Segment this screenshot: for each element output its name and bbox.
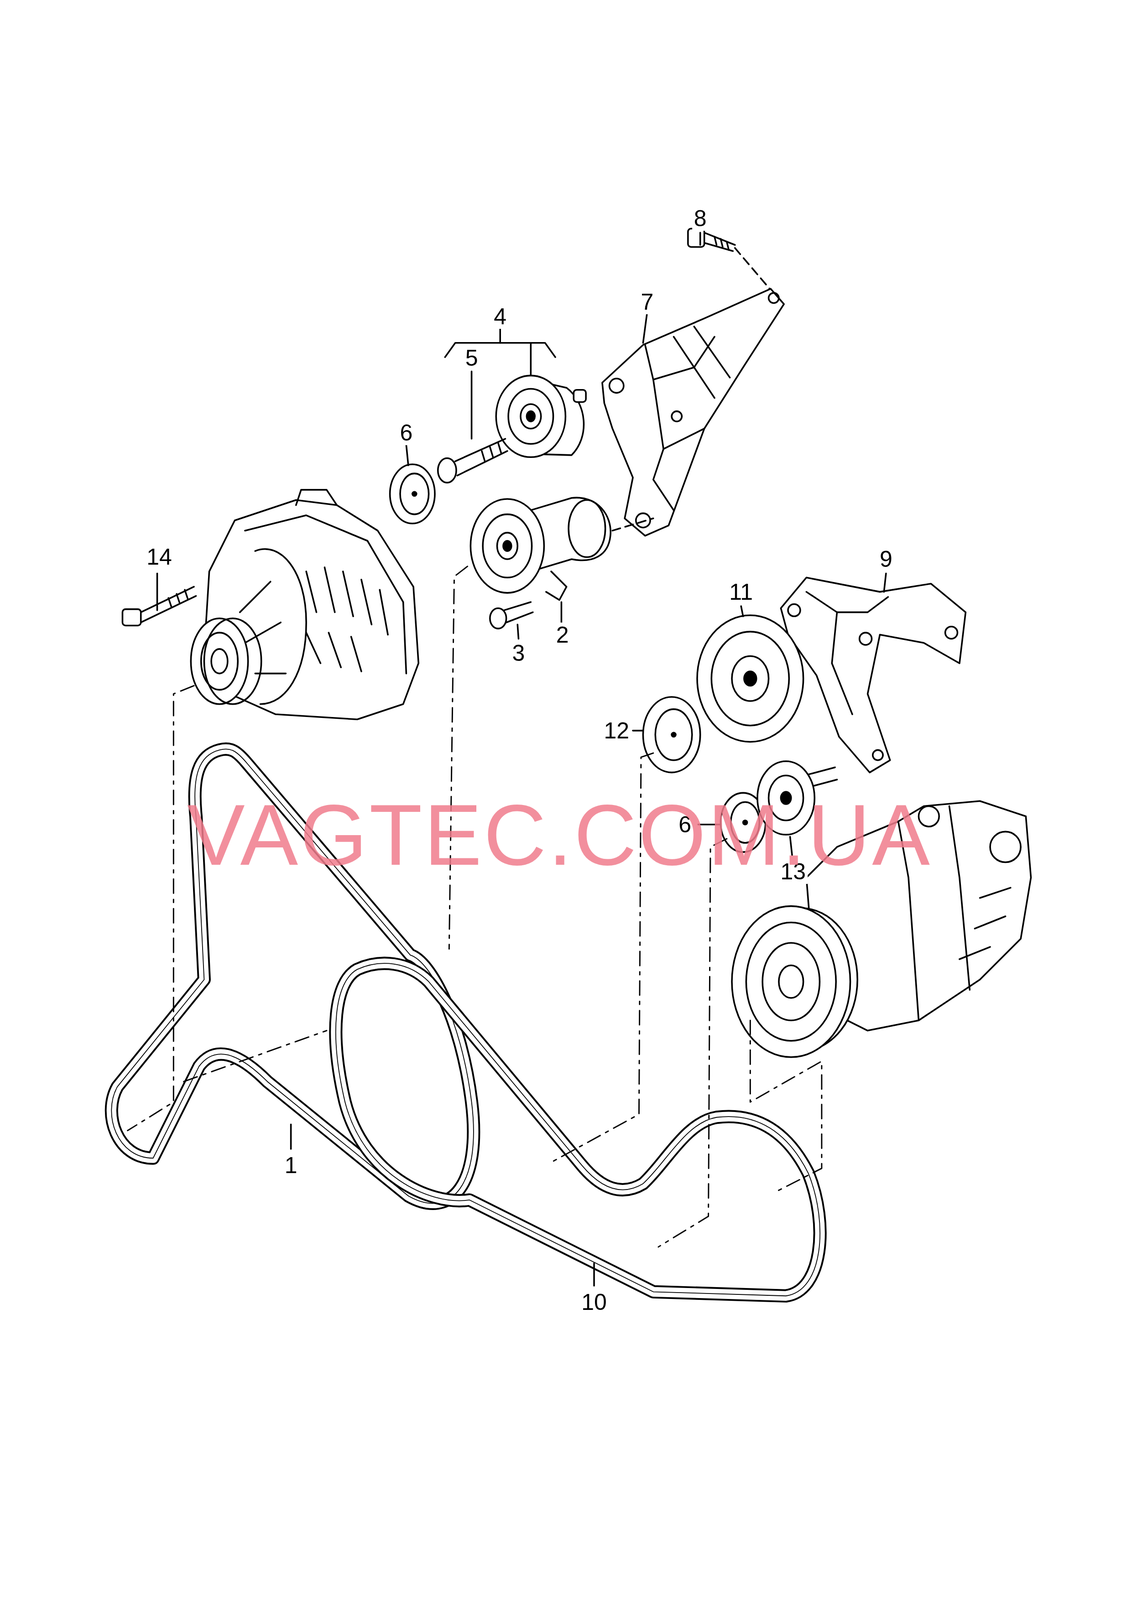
watermark: VAGTEC.COM.UA [187,791,932,879]
leader-line [127,566,822,1248]
callout-number: 12 [601,718,632,744]
idler-pulley [697,615,804,742]
bolt [490,602,533,629]
dust-cap [390,464,435,524]
callout-number: 4 [491,304,509,329]
belt-tensioner [470,497,611,600]
callout-number: 8 [692,206,709,231]
bolt [688,228,736,251]
callout-number: 1 [282,1153,300,1179]
group-bracket [444,343,556,358]
bracket [602,288,784,536]
bolt [122,586,196,626]
ribbed-belt [335,963,820,1297]
callout-number: 7 [638,289,656,315]
callout-number: 11 [727,579,755,605]
callout-number: 10 [579,1290,609,1315]
alternator [190,490,419,720]
bolt [438,438,508,483]
callout-number: 9 [877,547,895,572]
callout-number: 6 [397,420,415,446]
callout-number: 5 [463,345,480,371]
idler-pulley [495,375,586,458]
callout-number: 2 [554,622,571,648]
bracket [780,577,966,773]
dust-cap [642,697,700,773]
callout-number: 3 [510,641,527,666]
callout-number: 14 [144,544,174,570]
